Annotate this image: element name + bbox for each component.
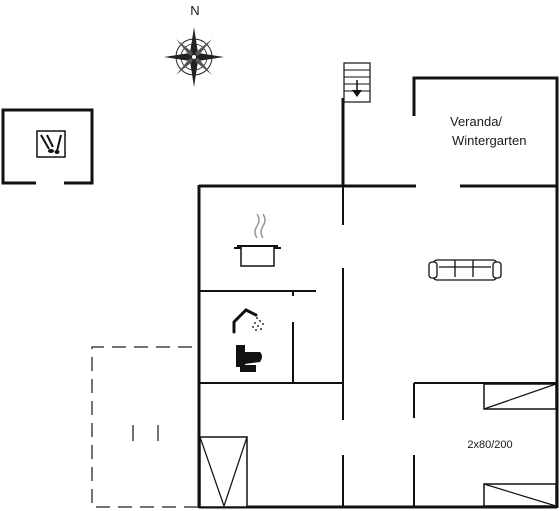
sofa-icon [428,259,502,281]
sauna-icon [36,130,66,158]
terrace-marks [132,425,159,441]
bed-size-label: 2x80/200 [467,439,512,451]
shower-icon [232,308,264,334]
toilet-icon [236,345,262,372]
veranda-label-line1: Veranda/ [450,114,502,129]
exterior-walls [197,76,559,509]
stairs-down-icon [343,62,371,103]
compass-north-label: N [190,3,199,18]
veranda-label-line2: Wintergarten [452,133,526,148]
terrace-outline [91,346,199,508]
storage-unit [199,436,248,508]
bed-bottom [483,483,557,507]
bed-top [483,383,557,410]
sauna-building [1,108,94,185]
compass: N [164,3,224,87]
cooking-pot-icon [234,213,281,267]
interior-walls [200,186,557,508]
compass-rose-icon [164,27,224,87]
